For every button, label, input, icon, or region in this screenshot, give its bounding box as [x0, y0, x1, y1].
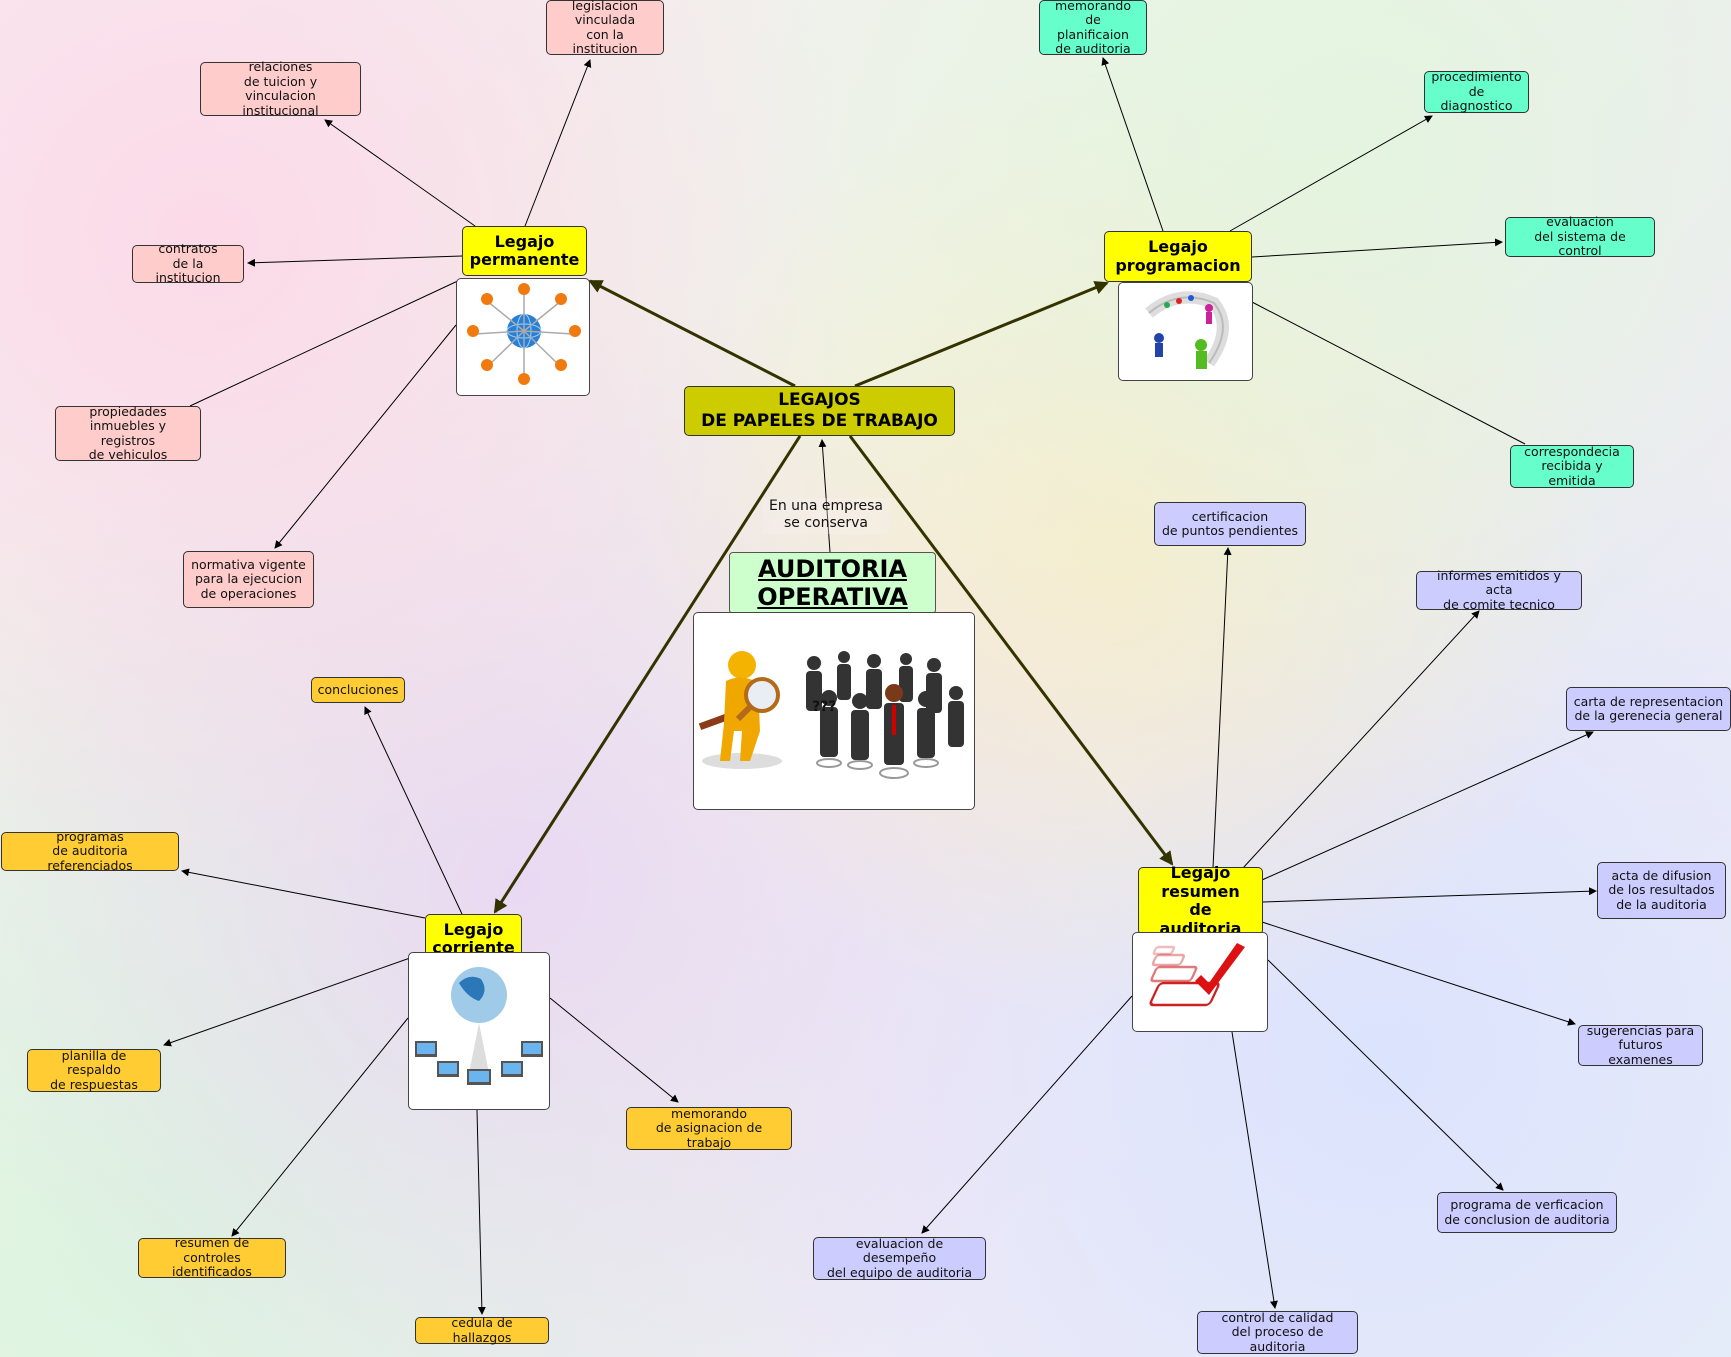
node-correspondecia[interactable]: correspondecia recibida y emitida — [1510, 444, 1634, 488]
link-root-resumen — [848, 435, 1174, 866]
corriente-image — [408, 952, 550, 1110]
node-contratos-institucion[interactable]: contratos de la institucion — [132, 242, 244, 285]
hub-legajo-programacion[interactable]: Legajo programacion — [1104, 231, 1252, 282]
svg-text:???: ??? — [812, 699, 836, 715]
node-resumen-controles[interactable]: resumen de controles identificados — [138, 1236, 286, 1279]
node-informes-emitidos[interactable]: informes emitidos y acta de comite tecni… — [1416, 568, 1582, 612]
node-certificacion-puntos[interactable]: certificacion de puntos pendientes — [1154, 502, 1306, 546]
node-relaciones-tuicion[interactable]: relaciones de tuicion y vinculacion inst… — [200, 59, 361, 117]
hub-legajo-permanente[interactable]: Legajo permanente — [462, 226, 587, 276]
node-control-calidad[interactable]: control de calidad del proceso de audito… — [1197, 1310, 1358, 1354]
programacion-image — [1118, 282, 1253, 381]
node-legislacion-vinculada[interactable]: legislacion vinculada con la institucion — [546, 0, 664, 56]
node-procedimiento-diagnostico[interactable]: procedimiento de diagnostico — [1424, 70, 1529, 113]
node-propiedades-inmuebles[interactable]: propiedades inmuebles y registros de veh… — [55, 404, 201, 462]
hub-legajo-resumen[interactable]: Legajo resumen de auditoria — [1138, 863, 1263, 937]
checklist-checkmark-icon — [1149, 943, 1245, 1007]
people-on-arrow-path-icon — [1145, 291, 1229, 369]
node-memorando-asignacion[interactable]: memorando de asignacion de trabajo — [626, 1106, 792, 1150]
node-programa-verficacion[interactable]: programa de verficacion de conclusion de… — [1437, 1192, 1617, 1233]
link-root-programacion — [854, 281, 1109, 388]
link-root-corriente — [493, 435, 802, 914]
topic-image: ??? — [693, 612, 975, 810]
topic-node[interactable]: AUDITORIA OPERATIVA — [729, 552, 936, 614]
node-normativa-vigente[interactable]: normativa vigente para la ejecucion de o… — [183, 551, 314, 608]
node-sugerencias[interactable]: sugerencias para futuros examenes — [1578, 1023, 1703, 1067]
link-root-permanente — [588, 279, 796, 388]
node-carta-representacion[interactable]: carta de representacion de la gerenecia … — [1566, 687, 1731, 731]
node-evaluacion-desempeno[interactable]: evaluacion de desempeño del equipo de au… — [813, 1236, 986, 1280]
node-evaluacion-sistema-control[interactable]: evaluacion del sistema de control — [1505, 215, 1655, 258]
node-planilla-respaldo[interactable]: planilla de respaldo de respuestas — [27, 1048, 161, 1092]
node-cedula-hallazgos[interactable]: cedula de hallazgos — [415, 1315, 549, 1344]
node-concluciones[interactable]: concluciones — [311, 677, 405, 703]
node-programas-auditoria[interactable]: programas de auditoria referenciados — [1, 829, 179, 873]
network-people-globe-icon — [467, 283, 581, 385]
globe-laptops-icon — [415, 967, 543, 1085]
link-label: En una empresa se conserva — [762, 498, 890, 534]
link-topic-root — [818, 439, 831, 553]
resumen-image — [1132, 932, 1268, 1032]
node-memorando-planificaion[interactable]: memorando de planificaion de auditoria — [1039, 0, 1147, 56]
node-acta-difusion[interactable]: acta de difusion de los resultados de la… — [1597, 862, 1726, 919]
permanente-image — [456, 278, 590, 396]
auditor-magnifier-crowd-icon: ??? — [698, 651, 964, 779]
root-node[interactable]: LEGAJOS DE PAPELES DE TRABAJO — [684, 386, 955, 436]
